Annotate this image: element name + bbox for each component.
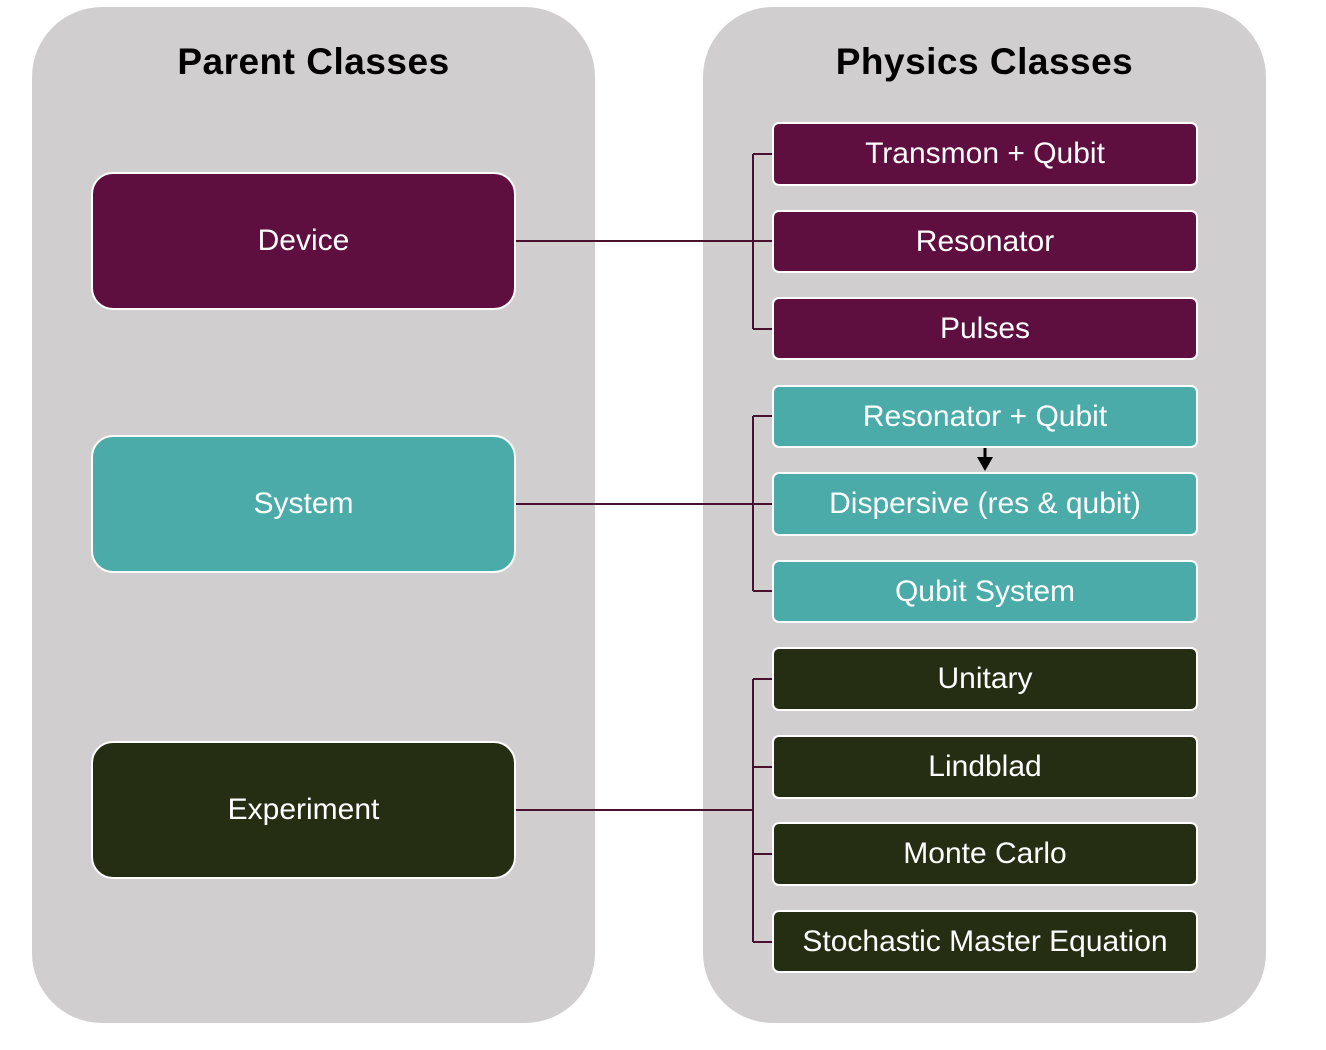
system-box[interactable]: System xyxy=(91,435,516,573)
child-label: Stochastic Master Equation xyxy=(802,924,1168,958)
child-label: Pulses xyxy=(939,311,1031,345)
child-label: Lindblad xyxy=(928,750,1042,783)
lindblad-box[interactable]: Lindblad xyxy=(772,735,1198,799)
child-label: Unitary xyxy=(937,662,1033,695)
child-label: Resonator xyxy=(915,224,1055,258)
stochastic-master-equation-box[interactable]: Stochastic Master Equation xyxy=(772,910,1198,973)
experiment-box[interactable]: Experiment xyxy=(91,741,516,879)
system-label: System xyxy=(253,487,354,520)
dispersive-box[interactable]: Dispersive (res & qubit) xyxy=(772,472,1198,536)
qubit-system-box[interactable]: Qubit System xyxy=(772,560,1198,623)
device-box[interactable]: Device xyxy=(91,172,516,310)
resonator-to-dispersive-arrow xyxy=(977,446,993,471)
experiment-label: Experiment xyxy=(227,793,380,826)
child-label: Resonator + Qubit xyxy=(862,399,1108,433)
pulses-box[interactable]: Pulses xyxy=(772,297,1198,360)
resonator-qubit-box[interactable]: Resonator + Qubit xyxy=(772,385,1198,448)
child-label: Dispersive (res & qubit) xyxy=(829,487,1141,520)
monte-carlo-box[interactable]: Monte Carlo xyxy=(772,822,1198,886)
child-label: Monte Carlo xyxy=(903,837,1067,870)
physics-classes-title: Physics Classes xyxy=(835,41,1134,82)
resonator-box[interactable]: Resonator xyxy=(772,210,1198,273)
parent-classes-title: Parent Classes xyxy=(177,41,450,82)
child-label: Qubit System xyxy=(894,574,1076,608)
device-label: Device xyxy=(257,224,350,257)
unitary-box[interactable]: Unitary xyxy=(772,647,1198,711)
child-label: Transmon + Qubit xyxy=(865,137,1105,170)
transmon-qubit-box[interactable]: Transmon + Qubit xyxy=(772,122,1198,186)
